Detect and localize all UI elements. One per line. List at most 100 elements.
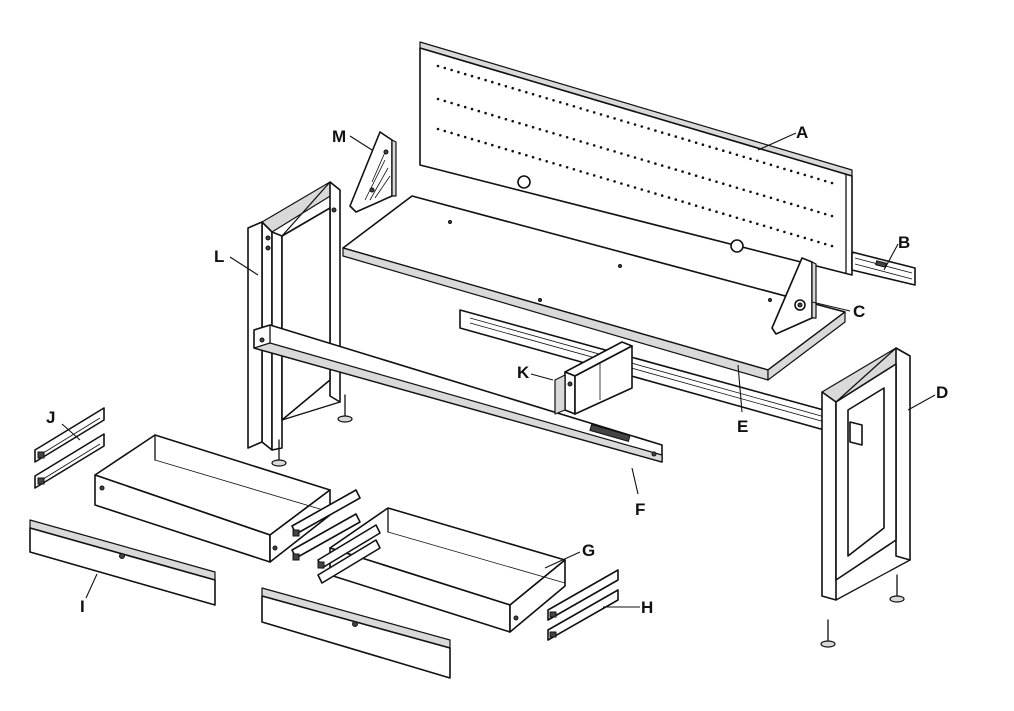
- peg-hole: [823, 179, 827, 183]
- peg-hole: [735, 186, 739, 190]
- peg-hole: [654, 129, 657, 132]
- part-j-slides: [34, 407, 105, 489]
- peg-hole: [674, 198, 678, 201]
- peg-hole: [633, 186, 637, 189]
- peg-hole: [552, 99, 555, 102]
- peg-hole: [586, 172, 589, 175]
- peg-hole: [769, 226, 773, 230]
- peg-hole: [660, 194, 664, 197]
- peg-hole: [626, 121, 630, 124]
- label-a: A: [796, 123, 808, 142]
- peg-hole: [776, 198, 779, 202]
- drawer-front-right: [261, 587, 451, 679]
- peg-hole: [830, 214, 834, 218]
- peg-hole: [552, 162, 555, 165]
- peg-hole: [599, 113, 603, 116]
- peg-hole: [715, 180, 718, 183]
- peg-hole: [647, 190, 650, 193]
- label-b: B: [898, 233, 910, 252]
- peg-hole: [769, 196, 773, 200]
- peg-hole: [436, 127, 440, 131]
- peg-hole: [742, 188, 745, 192]
- peg-hole: [477, 139, 481, 143]
- peg-hole: [674, 168, 678, 171]
- part-g-drawer-box: [329, 507, 566, 633]
- peg-hole: [762, 224, 766, 228]
- peg-hole: [681, 170, 684, 173]
- peg-hole: [722, 149, 725, 152]
- peg-hole: [511, 119, 514, 123]
- peg-hole: [613, 150, 616, 153]
- peg-hole: [660, 164, 664, 167]
- foot-2: [271, 439, 287, 467]
- peg-hole: [518, 151, 521, 155]
- peg-hole: [443, 66, 447, 70]
- peg-hole: [694, 204, 698, 207]
- peg-hole: [525, 153, 528, 157]
- peg-hole: [504, 84, 508, 88]
- peg-hole: [497, 82, 501, 86]
- peg-hole: [647, 160, 650, 163]
- peg-hole: [688, 202, 691, 205]
- peg-hole: [701, 143, 705, 146]
- peg-hole: [803, 173, 807, 177]
- label-g: G: [582, 541, 595, 560]
- peg-hole: [728, 151, 732, 154]
- peg-hole: [694, 141, 698, 144]
- peg-hole: [572, 105, 576, 108]
- peg-hole: [783, 230, 786, 234]
- peg-hole: [531, 155, 535, 159]
- peg-hole: [586, 142, 589, 145]
- peg-hole: [647, 127, 650, 130]
- peg-hole: [525, 90, 528, 94]
- peg-hole: [477, 76, 481, 80]
- peg-hole: [681, 137, 684, 140]
- leveling-feet: [271, 394, 905, 648]
- part-m-bracket: [349, 131, 397, 213]
- peg-hole: [457, 103, 460, 107]
- label-k: K: [517, 363, 530, 382]
- peg-hole: [796, 204, 800, 208]
- peg-hole: [817, 177, 820, 181]
- part-b-rail: [851, 251, 916, 286]
- peg-hole: [504, 147, 508, 151]
- part-e-shelf: [342, 195, 846, 381]
- peg-hole: [463, 72, 467, 76]
- peg-hole: [620, 152, 623, 155]
- part-c-bracket: [771, 257, 817, 335]
- peg-hole: [518, 88, 521, 92]
- part-f-stretcher: [253, 324, 663, 463]
- peg-hole: [796, 171, 800, 175]
- peg-hole: [525, 123, 528, 127]
- part-a-pegboard: [419, 41, 853, 276]
- peg-hole: [436, 64, 440, 68]
- label-d: D: [936, 383, 948, 402]
- label-m: M: [332, 127, 346, 146]
- peg-hole: [756, 222, 759, 226]
- peg-hole: [789, 202, 793, 206]
- peg-hole: [742, 218, 745, 222]
- peg-hole: [654, 162, 657, 165]
- peg-hole: [817, 210, 820, 214]
- peg-hole: [606, 178, 610, 181]
- peg-hole: [749, 220, 752, 224]
- drawer-slides-right: [317, 524, 381, 584]
- label-h: H: [641, 598, 653, 617]
- peg-hole: [667, 133, 671, 136]
- peg-hole: [708, 178, 711, 181]
- peg-hole: [572, 138, 576, 141]
- peg-hole: [545, 97, 548, 100]
- peg-hole: [538, 158, 542, 161]
- peg-hole: [722, 212, 725, 215]
- peg-hole: [450, 68, 453, 72]
- peg-hole: [640, 188, 644, 191]
- peg-hole: [491, 113, 494, 117]
- part-d-leg-frame: [821, 347, 911, 601]
- peg-hole: [823, 242, 827, 246]
- peg-hole: [484, 78, 487, 82]
- foot-4: [820, 619, 836, 648]
- peg-hole: [504, 117, 508, 121]
- peg-hole: [728, 184, 732, 187]
- peg-hole: [633, 123, 637, 126]
